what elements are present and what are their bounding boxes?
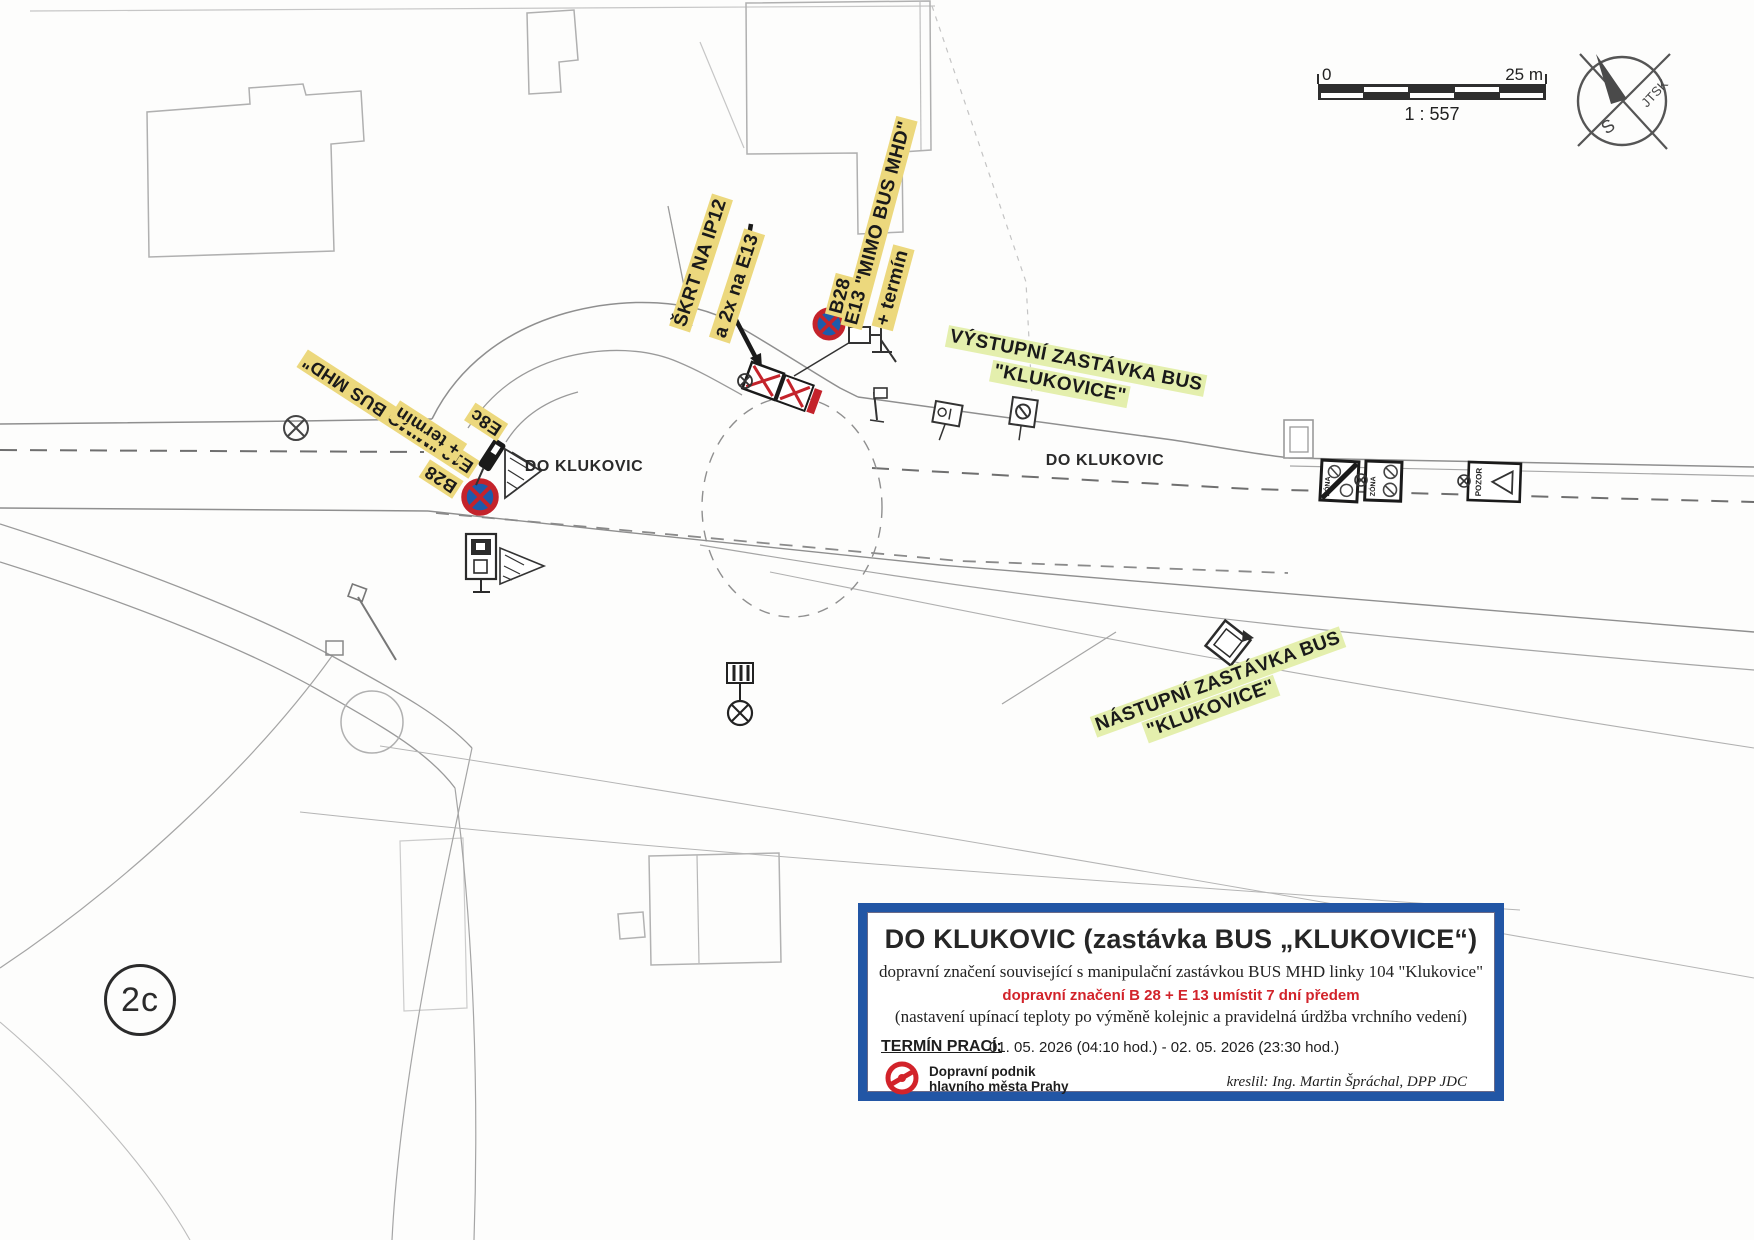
- scale-ratio-label: 1 : 557: [1404, 104, 1459, 124]
- compass-rose: S JTSK: [1576, 53, 1671, 150]
- dpp-logo-icon: [885, 1061, 919, 1095]
- small-sign-2: [1008, 395, 1039, 441]
- zone-end-sign: ZÓNA: [1318, 458, 1361, 504]
- pole-symbol-left: [283, 415, 309, 441]
- road-label-right: DO KLUKOVIC: [1045, 452, 1165, 469]
- north-needle: [1596, 54, 1627, 104]
- term-value: 01. 05. 2026 (04:10 hod.) - 02. 05. 2026…: [989, 1039, 1340, 1056]
- pole-symbol-zone: [1354, 473, 1368, 487]
- direction-arrow-glyph: [1242, 630, 1254, 642]
- bus-stop-totem: [475, 438, 506, 486]
- plan-secondary-note: (nastavení upínací teploty po výměně kol…: [894, 1007, 1468, 1026]
- bus-flag-symbol: [726, 662, 754, 727]
- sign-plate-mount: [848, 326, 897, 363]
- zone-b-caption: ZÓNA: [1368, 476, 1378, 496]
- small-sign-1: [931, 399, 964, 441]
- hatched-island-a: [504, 447, 543, 500]
- term-label: TERMÍN PRACÍ:: [881, 1038, 1002, 1055]
- company-name: Dopravní podnik hlavního města Prahy: [929, 1064, 1069, 1094]
- company-line1: Dopravní podnik: [929, 1064, 1036, 1079]
- pozor-caption: POZOR: [1474, 468, 1484, 497]
- scale-end-label: 25 m: [1505, 65, 1543, 84]
- plan-subtitle: dopravní značení související s manipulač…: [878, 962, 1484, 981]
- hatched-island-b: [499, 546, 547, 586]
- pole-symbol-island: [737, 373, 753, 389]
- rotated-square-sign: [1203, 618, 1253, 668]
- title-block: DO KLUKOVIC (zastávka BUS „KLUKOVICE“) d…: [858, 903, 1504, 1101]
- plan-warning-note: dopravní značení B 28 + E 13 umístit 7 d…: [1002, 987, 1360, 1004]
- author-credit: kreslil: Ing. Martin Špráchal, DPP JDC: [1226, 1074, 1467, 1090]
- warning-table-sign: POZOR: [1466, 460, 1523, 504]
- sheet-number: 2c: [121, 980, 159, 1019]
- road-label-left: DO KLUKOVIC: [524, 458, 644, 475]
- zone-a-caption: ZÓNA: [1322, 476, 1332, 496]
- zone-start-sign: ZÓNA: [1363, 459, 1404, 503]
- stop-plate-sign: [464, 532, 498, 593]
- sheet-number-badge: 2c: [104, 964, 176, 1036]
- compass-south-label: S: [1597, 115, 1618, 138]
- plan-title: DO KLUKOVIC (zastávka BUS „KLUKOVICE“): [884, 924, 1478, 954]
- b28-sign-left: [461, 478, 499, 516]
- company-line2: hlavního města Prahy: [929, 1079, 1069, 1094]
- scale-start-label: 0: [1322, 65, 1331, 84]
- tree-symbol: [340, 690, 404, 754]
- scale-bar: 0 25 m 1 : 557: [1317, 65, 1547, 124]
- pole-symbol-warning: [1457, 474, 1471, 488]
- shelter-outline: [1283, 419, 1314, 459]
- street-furniture: [283, 415, 754, 754]
- pole-flag-platform: [869, 387, 888, 423]
